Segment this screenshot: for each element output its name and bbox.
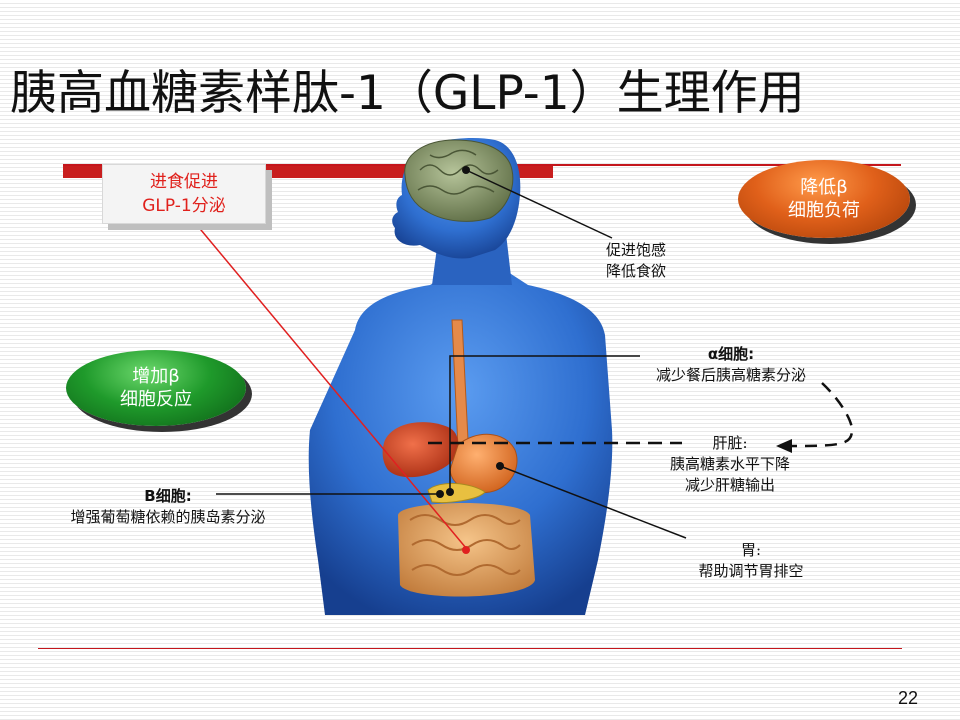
- alpha-pointer-line: [449, 355, 640, 492]
- alpha-pointer-dot: [446, 488, 454, 496]
- increase-beta-response-badge: 增加β 细胞反应: [66, 350, 246, 426]
- liver-label-line-1: 肝脏:: [712, 434, 748, 452]
- beta-pointer-dot: [436, 490, 444, 498]
- red-pointer-dot: [462, 546, 470, 554]
- stomach-pointer-line: [499, 465, 687, 539]
- callout-line-2: GLP-1分泌: [142, 196, 226, 216]
- reduce-beta-load-badge: 降低β 细胞负荷: [738, 160, 910, 238]
- liver-label-line-2: 胰高糖素水平下降: [669, 455, 790, 473]
- beta-label-line-2: 增强葡萄糖依赖的胰岛素分泌: [70, 508, 266, 526]
- stomach-label: 胃: 帮助调节胃排空: [666, 540, 836, 582]
- alpha-cell-label: α细胞: 减少餐后胰高糖素分泌: [626, 344, 836, 386]
- footer-rule: [38, 648, 902, 649]
- glp1-secretion-callout: 进食促进 GLP-1分泌: [102, 164, 266, 224]
- brain-folds: [417, 149, 499, 195]
- callout-line-1: 进食促进: [150, 172, 218, 192]
- intestine-coils: [409, 514, 521, 576]
- stomach-label-line-2: 帮助调节胃排空: [698, 562, 804, 580]
- alpha-label-line-2: 减少餐后胰高糖素分泌: [655, 366, 806, 384]
- brain-label-line-1: 促进饱感: [606, 241, 667, 259]
- stomach-label-line-1: 胃:: [740, 541, 762, 559]
- brain-pointer-line: [465, 169, 613, 239]
- feedback-dashed-curve: [789, 382, 854, 448]
- increase-beta-line-1: 增加β: [132, 366, 180, 387]
- liver-label-line-3: 减少肝糖输出: [684, 476, 775, 494]
- brain-effect-label: 促进饱感 降低食欲: [606, 240, 666, 282]
- page-number: 22: [898, 688, 919, 708]
- reduce-beta-line-1: 降低β: [800, 177, 848, 198]
- beta-label-line-1: B细胞:: [144, 487, 192, 505]
- brain-label-line-2: 降低食欲: [606, 262, 667, 280]
- liver-shape: [382, 422, 459, 478]
- alpha-label-line-1: α细胞:: [707, 345, 755, 363]
- feedback-arrowhead: [776, 439, 792, 453]
- liver-label: 肝脏: 胰高糖素水平下降 减少肝糖输出: [640, 433, 820, 496]
- beta-cell-label: B细胞: 增强葡萄糖依赖的胰岛素分泌: [28, 486, 308, 528]
- increase-beta-line-2: 细胞反应: [120, 389, 192, 410]
- reduce-beta-line-2: 细胞负荷: [788, 200, 860, 221]
- pancreas-shape: [427, 483, 486, 503]
- brain-shape: [404, 139, 514, 222]
- slide-title: 胰高血糖素样肽-1（GLP-1）生理作用: [10, 66, 805, 121]
